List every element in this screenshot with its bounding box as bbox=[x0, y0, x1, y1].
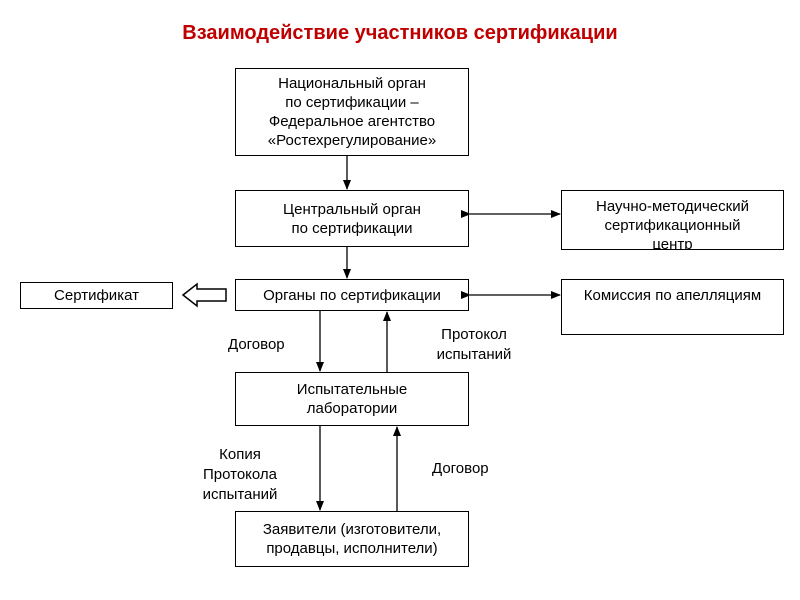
certification-bodies-box: Органы по сертификации bbox=[235, 279, 469, 311]
certificate-box: Сертификат bbox=[20, 282, 173, 309]
diagram-title: Взаимодействие участников сертификации bbox=[182, 22, 618, 44]
national-certification-body-box: Национальный орган по сертификации – Фед… bbox=[235, 68, 469, 156]
test-protocol-label: Протокол испытаний bbox=[436, 326, 512, 363]
contract-label-lower: Договор bbox=[432, 460, 489, 477]
hollow-arrow-to-certificate bbox=[181, 282, 227, 308]
scientific-methodical-center-box: Научно-методический сертификационный цен… bbox=[561, 190, 784, 250]
contract-label-upper: Договор bbox=[228, 336, 285, 353]
central-certification-body-box: Центральный орган по сертификации bbox=[235, 190, 469, 247]
appeals-commission-box: Комиссия по апелляциям bbox=[561, 279, 784, 335]
protocol-copy-label: Копия Протокола испытаний bbox=[202, 446, 278, 503]
testing-laboratories-box: Испытательные лаборатории bbox=[235, 372, 469, 426]
applicants-box: Заявители (изготовители, продавцы, испол… bbox=[235, 511, 469, 567]
